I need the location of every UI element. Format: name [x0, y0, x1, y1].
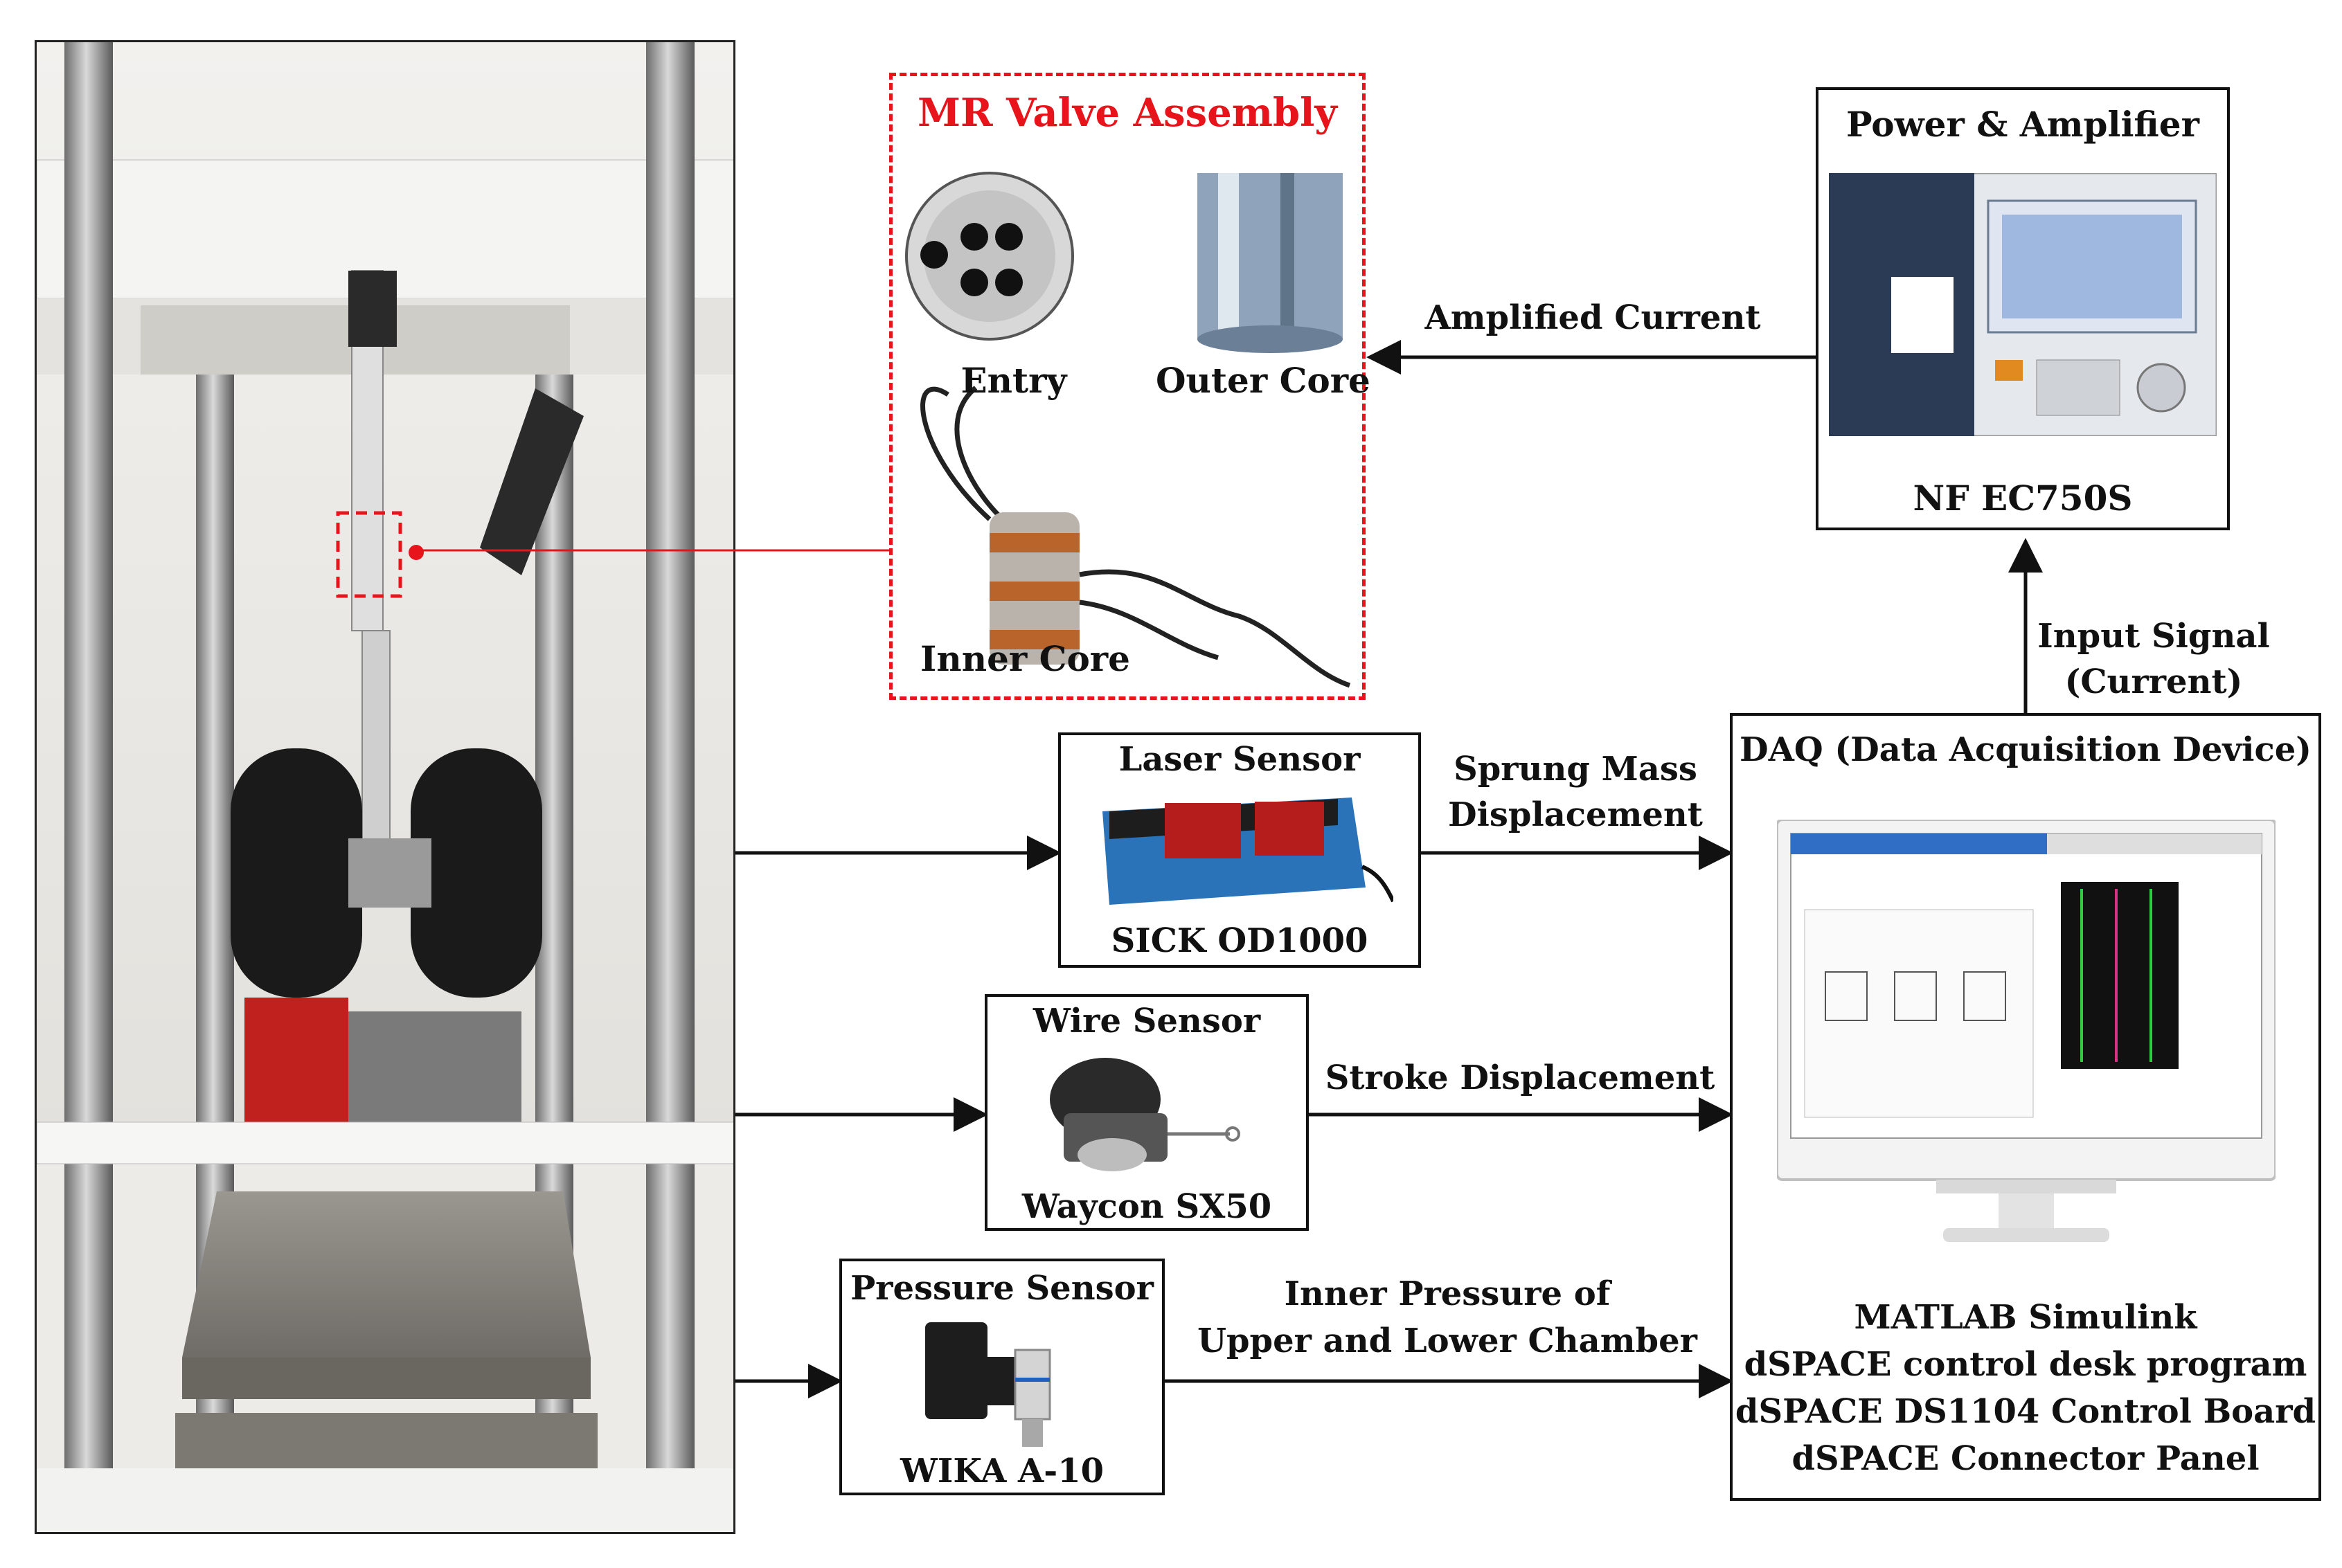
entry-label: Entry [960, 360, 1067, 401]
mr-valve-illustration [905, 172, 1351, 688]
inner-core-part [920, 386, 1351, 688]
label-sprung-1: Sprung Mass [1454, 750, 1697, 788]
label-amplified-current: Amplified Current [1424, 298, 1761, 337]
power-model: NF EC750S [1913, 478, 2133, 519]
daq-box: DAQ (Data Acquisition Device) MATLAB Sim… [1730, 713, 2321, 1501]
laser-sensor-illustration [1102, 797, 1393, 905]
test-rig-photo [35, 40, 735, 1534]
label-input-signal-1: Input Signal [2037, 617, 2270, 656]
inner-core-label: Inner Core [920, 638, 1130, 679]
mr-valve-box: MR Valve Assembly Entry Outer Core Inner… [889, 73, 1370, 700]
mr-valve-title: MR Valve Assembly [918, 90, 1337, 136]
wire-sensor-illustration [1050, 1058, 1240, 1171]
label-input-signal-2: (Current) [2064, 663, 2243, 701]
daq-monitor-illustration [1777, 820, 2276, 1242]
laser-sensor-box: Laser Sensor SICK OD1000 [1058, 732, 1421, 968]
pressure-sensor-box: Pressure Sensor WIKA A-10 [839, 1259, 1165, 1495]
pressure-model: WIKA A-10 [900, 1452, 1105, 1490]
outer-core-part [1197, 173, 1343, 353]
wire-title: Wire Sensor [1033, 1002, 1261, 1040]
daq-software-4: dSPACE Connector Panel [1791, 1439, 2260, 1478]
daq-title: DAQ (Data Acquisition Device) [1739, 730, 2312, 769]
label-pressure-1: Inner Pressure of [1284, 1274, 1611, 1313]
entry-part [905, 172, 1074, 341]
wire-sensor-box: Wire Sensor Waycon SX50 [985, 994, 1309, 1231]
label-stroke: Stroke Displacement [1325, 1058, 1715, 1097]
power-amplifier-box: Power & Amplifier NF EC750S [1816, 87, 2230, 530]
daq-software-2: dSPACE control desk program [1744, 1345, 2307, 1384]
valve-location-dot [409, 545, 424, 560]
laser-title: Laser Sensor [1118, 740, 1361, 779]
wire-model: Waycon SX50 [1021, 1187, 1272, 1226]
pressure-sensor-illustration [925, 1322, 1051, 1447]
pressure-title: Pressure Sensor [850, 1269, 1154, 1308]
outer-core-label: Outer Core [1156, 360, 1370, 401]
power-title: Power & Amplifier [1846, 104, 2199, 145]
laser-model: SICK OD1000 [1111, 921, 1368, 960]
label-pressure-2: Upper and Lower Chamber [1197, 1322, 1697, 1360]
daq-software-3: dSPACE DS1104 Control Board [1735, 1392, 2316, 1431]
amplifier-illustration [1829, 173, 2217, 436]
daq-software-1: MATLAB Simulink [1854, 1298, 2197, 1337]
label-sprung-2: Displacement [1448, 795, 1703, 834]
rig-illustration [37, 42, 733, 1532]
